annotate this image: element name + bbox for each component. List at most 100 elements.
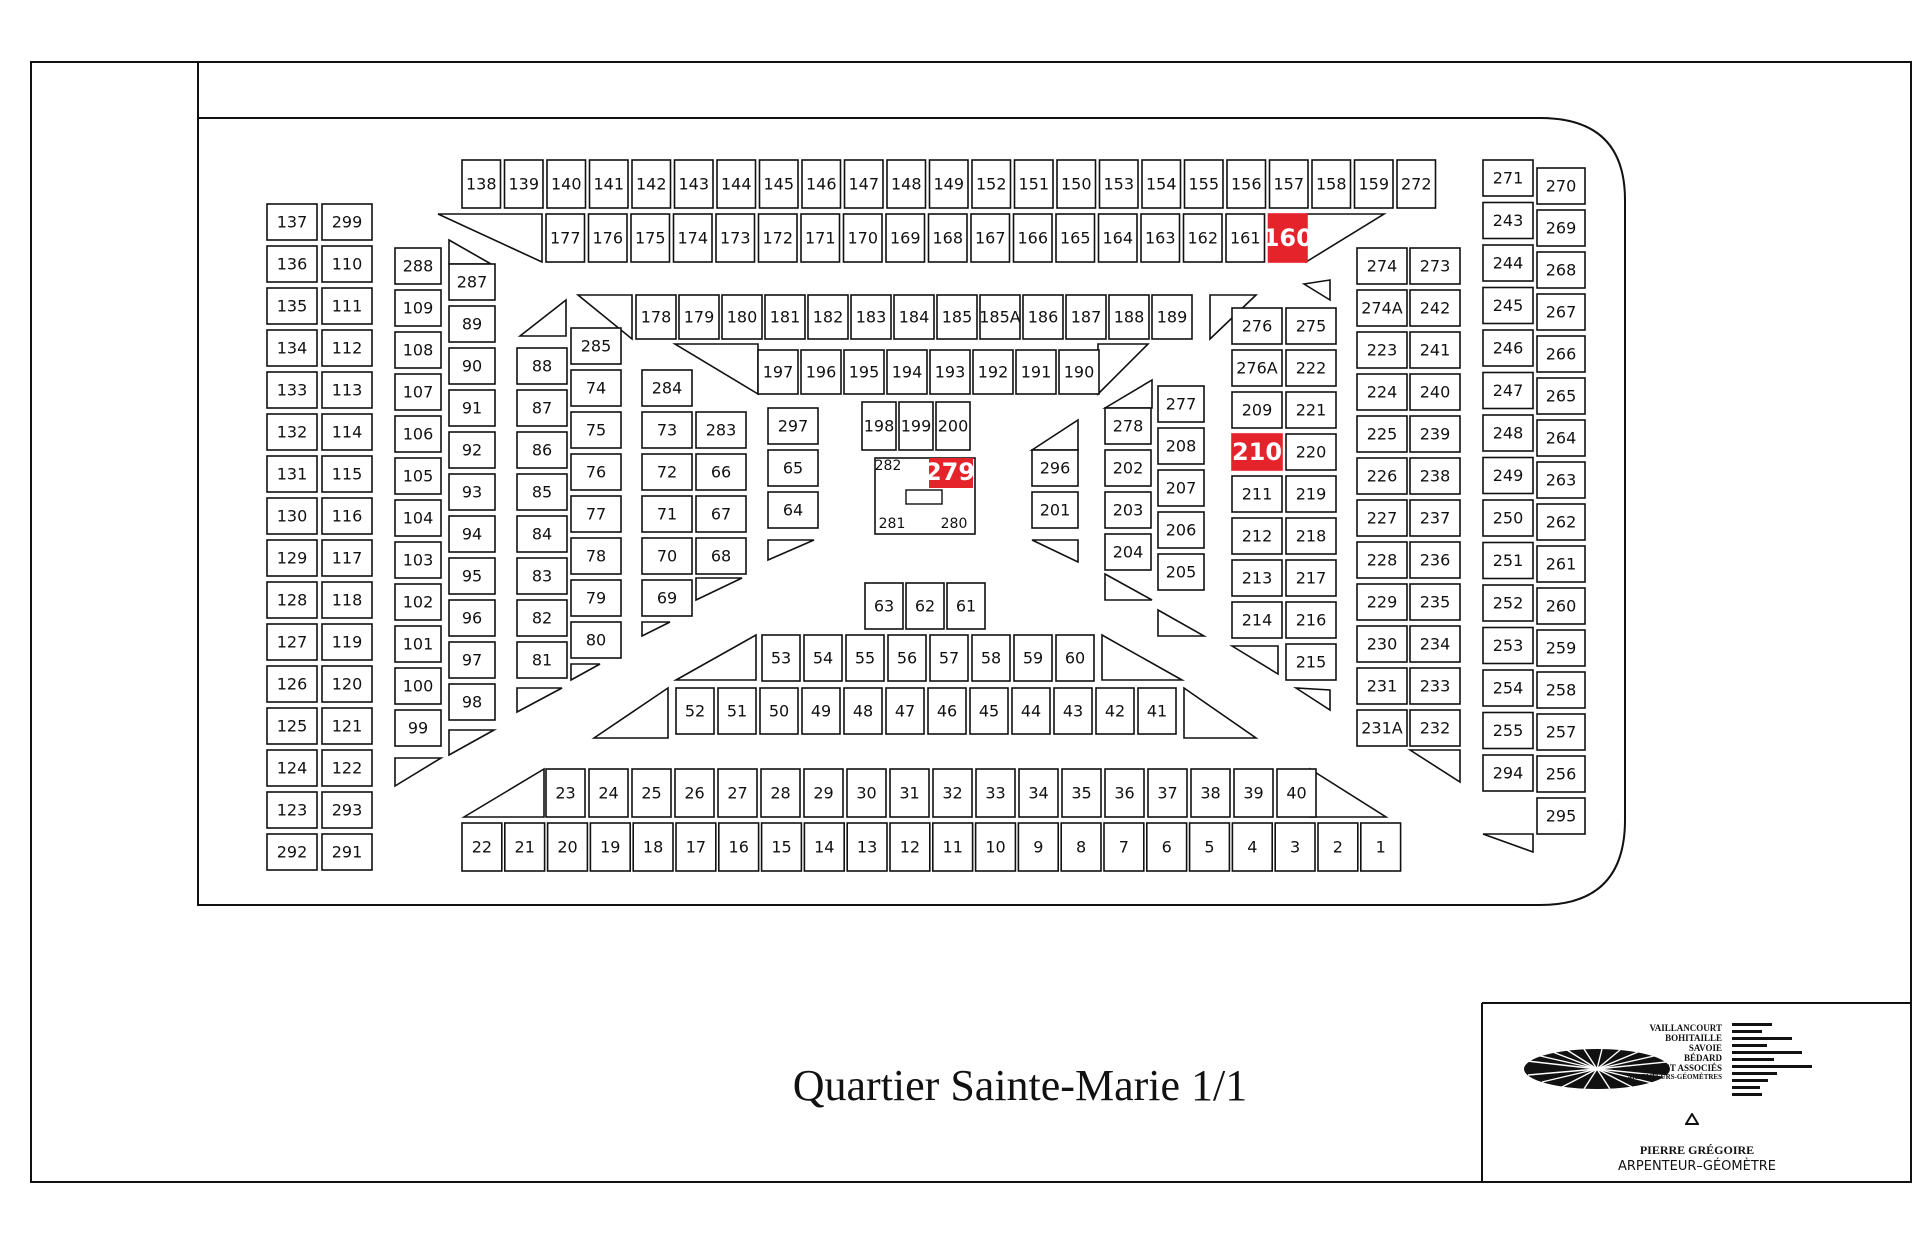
lot-258[interactable]: 258 [1536, 671, 1586, 709]
lot-169[interactable]: 169 [885, 213, 926, 263]
lot-37[interactable]: 37 [1147, 768, 1188, 818]
lot-85[interactable]: 85 [516, 473, 568, 511]
lot-91[interactable]: 91 [448, 389, 496, 427]
lot-252[interactable]: 252 [1482, 584, 1534, 622]
lot-278[interactable]: 278 [1104, 407, 1152, 445]
lot-256[interactable]: 256 [1536, 755, 1586, 793]
lot-48[interactable]: 48 [843, 687, 883, 735]
lot-156[interactable]: 156 [1226, 159, 1267, 209]
lot-182[interactable]: 182 [807, 294, 849, 340]
lot-4[interactable]: 4 [1231, 822, 1274, 872]
lot-116[interactable]: 116 [321, 497, 373, 535]
lot-104[interactable]: 104 [394, 499, 442, 537]
lot-192[interactable]: 192 [972, 349, 1014, 395]
lot-3[interactable]: 3 [1274, 822, 1316, 872]
lot-225[interactable]: 225 [1356, 415, 1408, 453]
lot-76[interactable]: 76 [570, 453, 622, 491]
lot-71[interactable]: 71 [641, 495, 693, 533]
lot-237[interactable]: 237 [1409, 499, 1461, 537]
lot-253[interactable]: 253 [1482, 626, 1534, 665]
lot-9[interactable]: 9 [1017, 822, 1060, 872]
lot-55[interactable]: 55 [845, 634, 885, 682]
lot-26[interactable]: 26 [674, 768, 715, 818]
lot-125[interactable]: 125 [266, 707, 318, 745]
lot-56[interactable]: 56 [887, 634, 927, 682]
lot-181[interactable]: 181 [764, 294, 806, 340]
lot-210[interactable]: 210 [1231, 433, 1283, 471]
lot-75[interactable]: 75 [570, 411, 622, 449]
lot-33[interactable]: 33 [975, 768, 1016, 818]
lot-175[interactable]: 175 [630, 213, 671, 263]
lot-141[interactable]: 141 [588, 159, 629, 209]
lot-128[interactable]: 128 [266, 581, 318, 619]
lot-272[interactable]: 272 [1396, 159, 1437, 209]
lot-215[interactable]: 215 [1285, 643, 1337, 681]
lot-284[interactable]: 284 [641, 369, 693, 407]
lot-144[interactable]: 144 [716, 159, 757, 209]
lot-199[interactable]: 199 [898, 401, 934, 451]
lot-110[interactable]: 110 [321, 245, 373, 283]
lot-45[interactable]: 45 [969, 687, 1009, 735]
lot-51[interactable]: 51 [717, 687, 757, 735]
lot-114[interactable]: 114 [321, 413, 373, 451]
lot-47[interactable]: 47 [885, 687, 925, 735]
lot-123[interactable]: 123 [266, 791, 318, 829]
lot-157[interactable]: 157 [1268, 159, 1309, 209]
lot-183[interactable]: 183 [850, 294, 892, 340]
lot-10[interactable]: 10 [974, 822, 1017, 872]
lot-197[interactable]: 197 [757, 349, 799, 395]
lot-190[interactable]: 190 [1058, 349, 1100, 395]
lot-268[interactable]: 268 [1536, 251, 1586, 289]
lot-228[interactable]: 228 [1356, 541, 1408, 579]
lot-212[interactable]: 212 [1231, 517, 1283, 555]
lot-276[interactable]: 276 [1231, 307, 1283, 345]
lot-79[interactable]: 79 [570, 579, 622, 617]
lot-139[interactable]: 139 [503, 159, 544, 209]
lot-11[interactable]: 11 [931, 822, 974, 872]
lot-170[interactable]: 170 [842, 213, 883, 263]
lot-264[interactable]: 264 [1536, 419, 1586, 457]
lot-163[interactable]: 163 [1140, 213, 1181, 263]
lot-131[interactable]: 131 [266, 455, 318, 493]
lot-62[interactable]: 62 [905, 582, 945, 630]
lot-21[interactable]: 21 [503, 822, 546, 872]
lot-66[interactable]: 66 [695, 453, 747, 491]
lot-254[interactable]: 254 [1482, 669, 1534, 707]
lot-126[interactable]: 126 [266, 665, 318, 703]
lot-134[interactable]: 134 [266, 329, 318, 367]
lot-261[interactable]: 261 [1536, 545, 1586, 583]
lot-102[interactable]: 102 [394, 583, 442, 621]
lot-174[interactable]: 174 [672, 213, 713, 263]
lot-35[interactable]: 35 [1061, 768, 1102, 818]
lot-202[interactable]: 202 [1104, 449, 1152, 487]
lot-205[interactable]: 205 [1157, 553, 1205, 591]
lot-64[interactable]: 64 [767, 491, 819, 529]
lot-29[interactable]: 29 [803, 768, 844, 818]
lot-43[interactable]: 43 [1053, 687, 1093, 735]
lot-107[interactable]: 107 [394, 373, 442, 411]
lot-63[interactable]: 63 [864, 582, 904, 630]
lot-162[interactable]: 162 [1182, 213, 1223, 263]
lot-31[interactable]: 31 [889, 768, 930, 818]
lot-241[interactable]: 241 [1409, 331, 1461, 369]
lot-101[interactable]: 101 [394, 625, 442, 663]
lot-223[interactable]: 223 [1356, 331, 1408, 369]
lot-291[interactable]: 291 [321, 833, 373, 871]
lot-219[interactable]: 219 [1285, 475, 1337, 513]
lot-149[interactable]: 149 [928, 159, 969, 209]
lot-133[interactable]: 133 [266, 371, 318, 409]
lot-96[interactable]: 96 [448, 599, 496, 637]
lot-111[interactable]: 111 [321, 287, 373, 325]
lot-94[interactable]: 94 [448, 515, 496, 553]
lot-292[interactable]: 292 [266, 833, 318, 871]
lot-207[interactable]: 207 [1157, 469, 1205, 507]
lot-120[interactable]: 120 [321, 665, 373, 703]
lot-168[interactable]: 168 [927, 213, 968, 263]
lot-295[interactable]: 295 [1536, 797, 1586, 835]
lot-234[interactable]: 234 [1409, 625, 1461, 663]
lot-220[interactable]: 220 [1285, 433, 1337, 471]
lot-275[interactable]: 275 [1285, 307, 1337, 345]
lot-159[interactable]: 159 [1353, 159, 1394, 209]
lot-72[interactable]: 72 [641, 453, 693, 491]
lot-41[interactable]: 41 [1137, 687, 1177, 735]
